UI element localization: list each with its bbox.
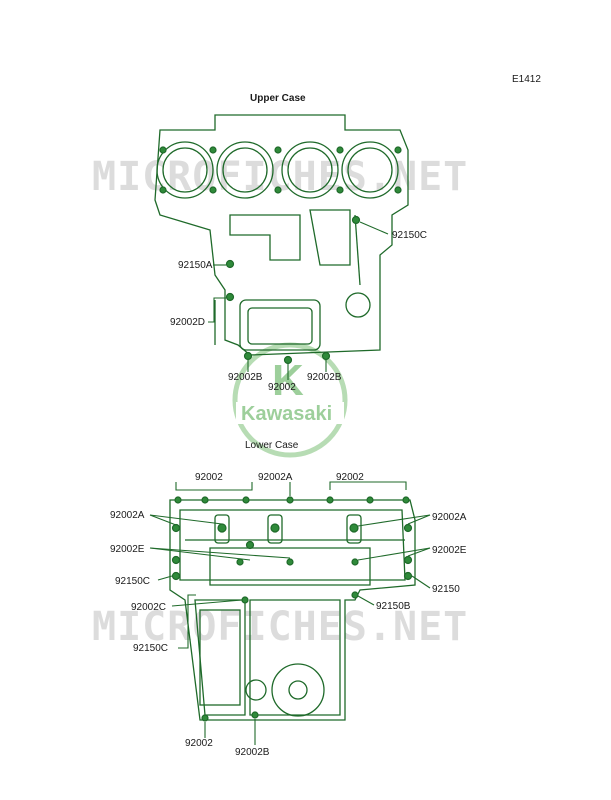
upper-case-drawing [154, 114, 409, 380]
label-92150C-upper: 92150C [392, 230, 427, 241]
label-92002A-top: 92002A [258, 472, 293, 483]
label-92002E-right: 92002E [432, 545, 467, 556]
label-92002-top-left: 92002 [195, 472, 223, 483]
label-92002B-left: 92002B [228, 372, 263, 383]
lower-case-title: Lower Case [245, 440, 299, 451]
label-92002A-left: 92002A [110, 510, 145, 521]
label-92150C-lower-2: 92150C [133, 643, 168, 654]
label-92002B-right: 92002B [307, 372, 342, 383]
label-92002E-left: 92002E [110, 544, 145, 555]
label-92002D: 92002D [170, 317, 205, 328]
kawasaki-logo-text: Kawasaki [241, 403, 332, 425]
watermark-top: MICROFICHES.NET [92, 154, 468, 200]
label-92002-upper: 92002 [268, 382, 296, 393]
lower-case-drawing [149, 481, 431, 745]
label-92150: 92150 [432, 584, 460, 595]
label-92150C-lower: 92150C [115, 576, 150, 587]
label-92150A: 92150A [178, 260, 213, 271]
label-92002C: 92002C [131, 602, 166, 613]
label-92002-top-right: 92002 [336, 472, 364, 483]
label-92002B-bottom: 92002B [235, 747, 270, 758]
label-92002A-right: 92002A [432, 512, 467, 523]
upper-case-title: Upper Case [250, 93, 306, 104]
watermark-bottom: MICROFICHES.NET [92, 604, 468, 650]
upper-bolts [159, 146, 402, 365]
figure-code: E1412 [512, 74, 541, 85]
label-92002-bottom: 92002 [185, 738, 213, 749]
label-92150B: 92150B [376, 601, 411, 612]
